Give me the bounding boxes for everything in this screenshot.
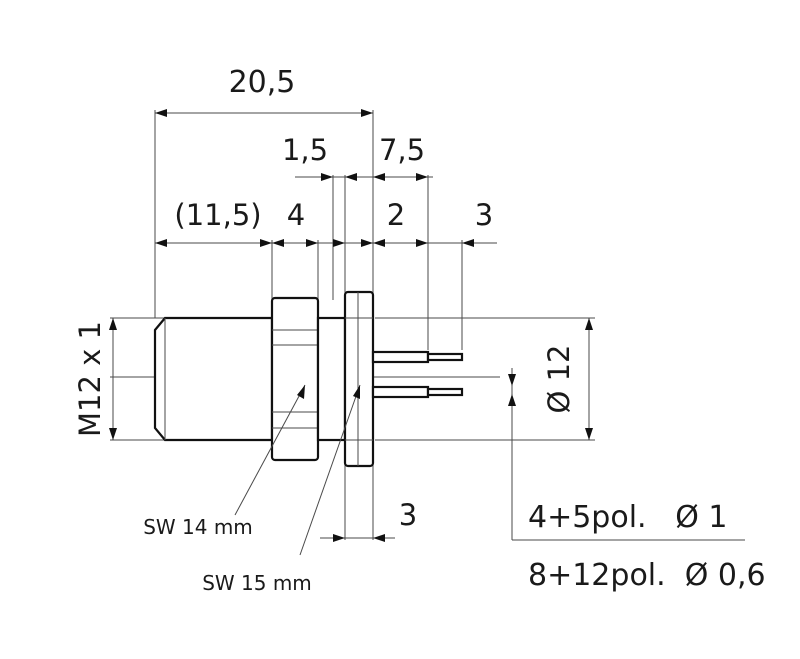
dim-hex-width: 4 xyxy=(287,198,305,232)
dim-body-length: (11,5) xyxy=(174,198,261,232)
label-sw15: SW 15 mm xyxy=(202,571,312,595)
dim-thread: M12 x 1 xyxy=(73,321,107,437)
dim-overall-length: 20,5 xyxy=(229,65,296,100)
sw-leaders xyxy=(234,384,361,556)
dimension-lines xyxy=(109,109,745,542)
dim-pin-tip: 3 xyxy=(475,198,493,232)
dim-pin-length: 7,5 xyxy=(379,133,425,167)
pin-table-row-2: 8+12pol. Ø 0,6 xyxy=(528,558,766,593)
dim-flange-thickness: 1,5 xyxy=(282,133,328,167)
dim-bottom-offset: 3 xyxy=(399,498,417,532)
dim-pin-offset: 2 xyxy=(387,198,405,232)
pin-table-row-1: 4+5pol. Ø 1 xyxy=(528,500,727,535)
connector-body xyxy=(153,290,464,468)
label-sw14: SW 14 mm xyxy=(143,515,253,539)
dim-diameter: Ø 12 xyxy=(542,345,576,414)
